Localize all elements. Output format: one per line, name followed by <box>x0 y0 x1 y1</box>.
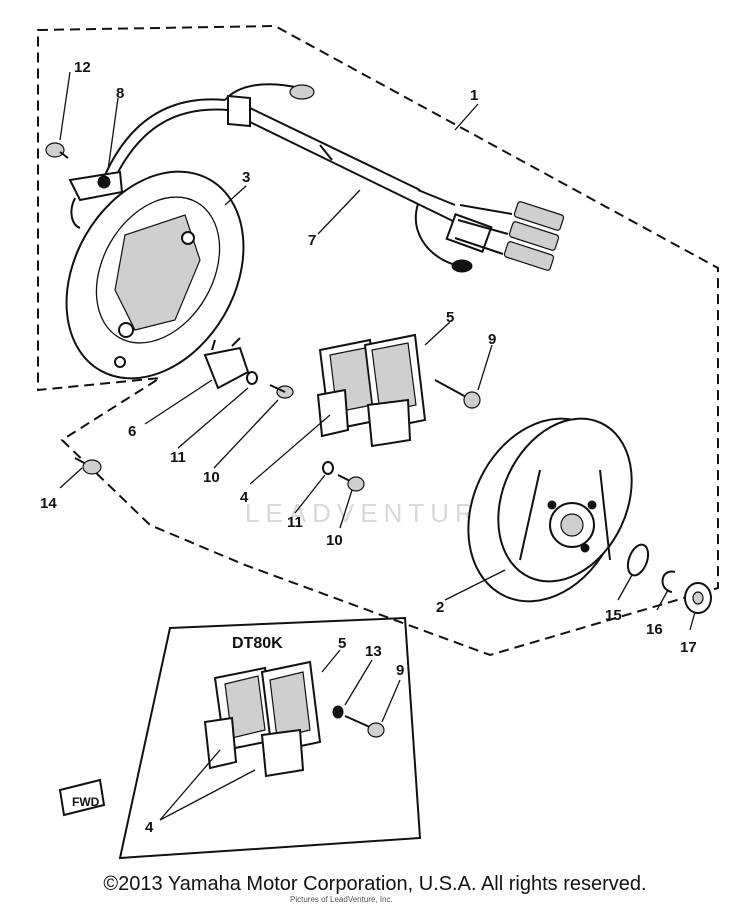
washer-11-lower <box>322 461 334 475</box>
fwd-marker: FWD <box>58 778 106 817</box>
screw-12 <box>45 142 69 159</box>
dt80k-washer-13 <box>332 705 344 719</box>
callout-5-dt80k: 5 <box>338 635 346 652</box>
model-label: DT80K <box>232 635 283 652</box>
callout-16: 16 <box>646 621 663 638</box>
callout-5: 5 <box>446 309 454 326</box>
callout-3: 3 <box>242 169 250 186</box>
callout-8: 8 <box>116 85 124 102</box>
callout-6: 6 <box>128 423 136 440</box>
connector-plugs <box>454 201 565 271</box>
callout-17: 17 <box>680 639 697 656</box>
circlip-16 <box>661 570 676 593</box>
dt80k-panel <box>118 616 422 860</box>
screw-14 <box>74 457 102 475</box>
copyright-notice: ©2013 Yamaha Motor Corporation, U.S.A. A… <box>103 873 647 895</box>
dt80k-screw-9 <box>344 715 385 738</box>
callout-10: 10 <box>203 469 220 486</box>
callout-9-dt80k: 9 <box>396 662 404 679</box>
dt80k-coil-assembly <box>203 660 322 778</box>
assembly-boundary <box>37 24 719 657</box>
stator-plate <box>65 170 245 380</box>
screw-9 <box>434 379 481 409</box>
callout-4-dt80k: 4 <box>145 819 154 836</box>
coil-assembly <box>316 333 427 448</box>
callout-labels: 1 2 3 4 4 5 5 6 7 8 9 9 10 10 11 11 12 1… <box>40 59 697 836</box>
callout-9: 9 <box>488 331 496 348</box>
leader-lines <box>59 71 696 821</box>
wire-clamp <box>68 170 124 229</box>
callout-15: 15 <box>605 607 622 624</box>
flywheel-rotor <box>467 417 633 603</box>
callout-10-lower: 10 <box>326 532 343 549</box>
contact-breaker <box>203 337 250 390</box>
wire-harness <box>104 83 565 273</box>
callout-7: 7 <box>308 232 316 249</box>
screw-10-lower <box>337 474 365 492</box>
nut-17 <box>684 582 712 614</box>
callout-12: 12 <box>74 59 91 76</box>
callout-11: 11 <box>170 449 186 466</box>
callout-14: 14 <box>40 495 57 512</box>
washer-15 <box>626 543 650 577</box>
image-credit: Pictures of LeadVenture, Inc. <box>290 895 393 904</box>
svg-text:FWD: FWD <box>72 795 100 809</box>
screw-10 <box>269 384 294 399</box>
callout-1: 1 <box>470 87 478 104</box>
callout-13: 13 <box>365 643 382 660</box>
callout-11-lower: 11 <box>287 514 303 531</box>
callout-4: 4 <box>240 489 249 506</box>
washer-11 <box>246 371 258 385</box>
callout-2: 2 <box>436 599 444 616</box>
watermark: LEADVENTURE <box>245 498 503 528</box>
